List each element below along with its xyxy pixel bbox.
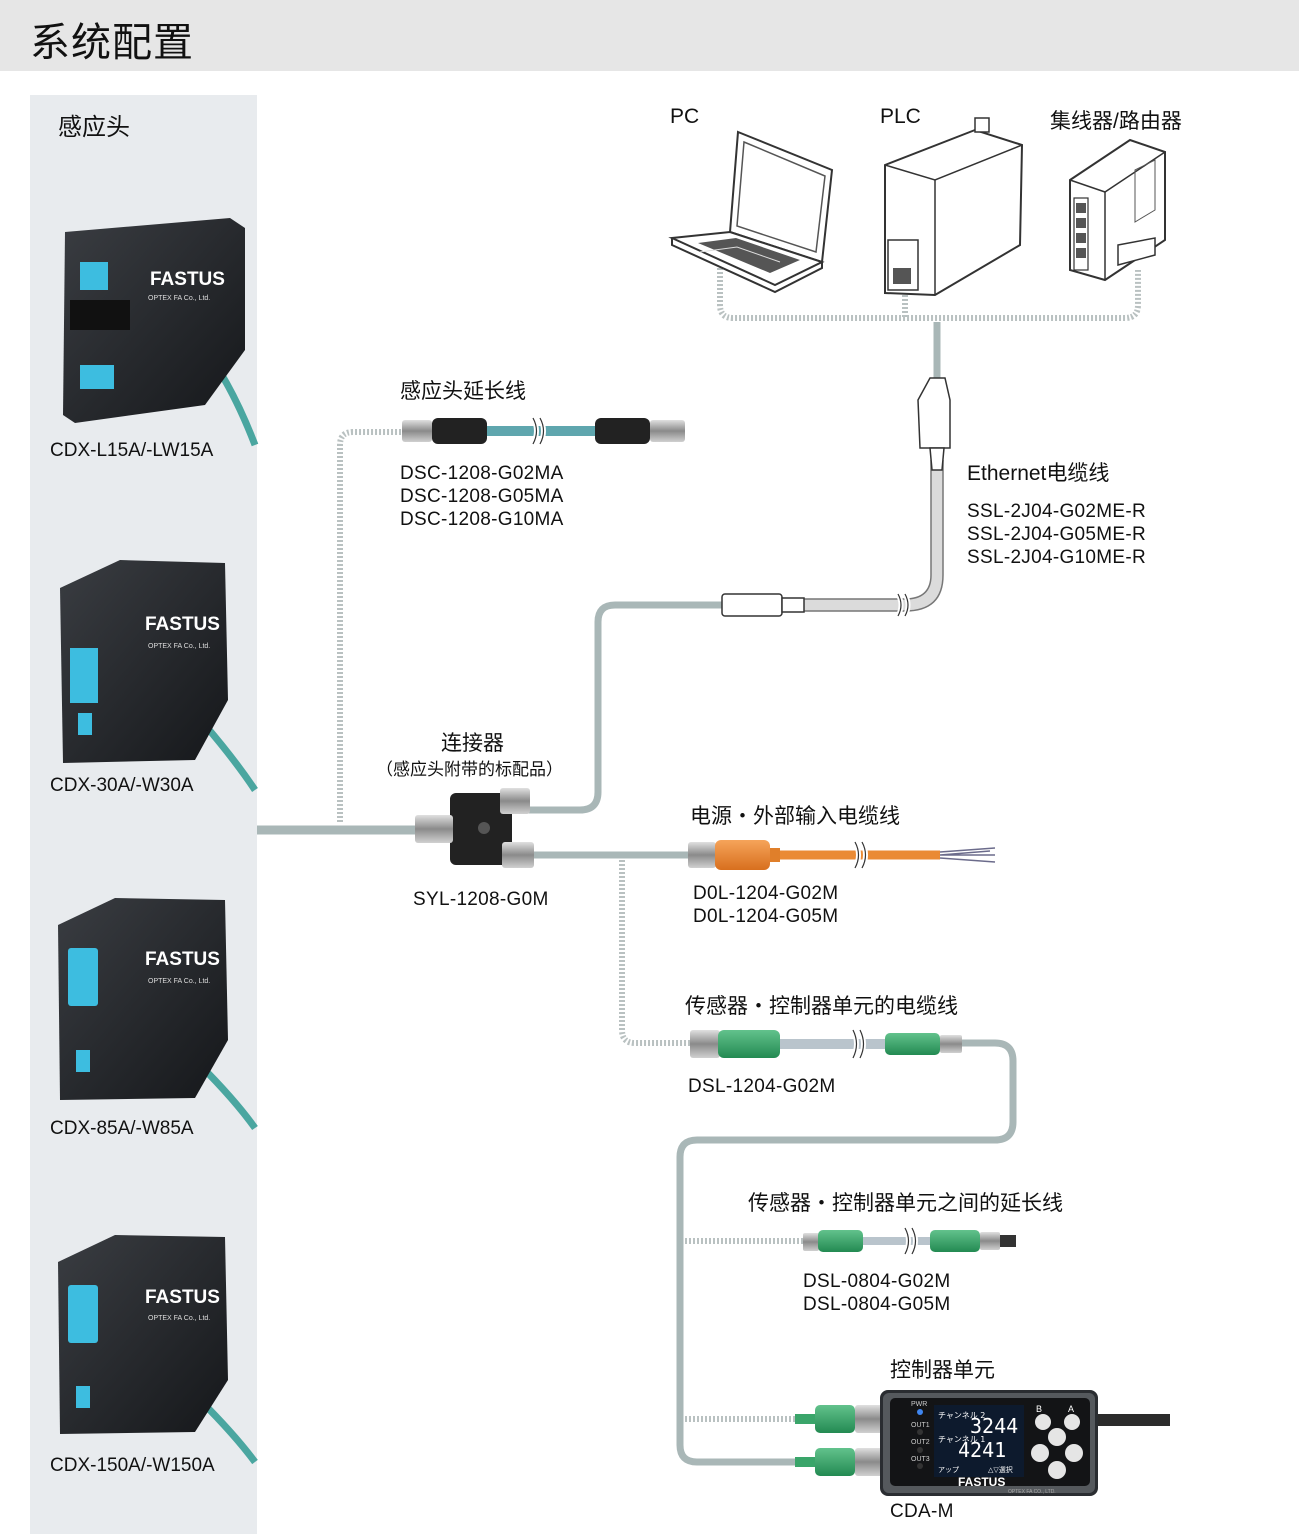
model-code: DSL-0804-G02M xyxy=(803,1271,951,1292)
model-code: SSL-2J04-G10ME-R xyxy=(967,547,1147,568)
sensor-head-85: FASTUS OPTEX FA Co., Ltd. xyxy=(58,898,258,1131)
out1-label: OUT1 xyxy=(911,1422,930,1429)
pc-label: PC xyxy=(670,105,700,128)
button-a-label: A xyxy=(1068,1404,1074,1414)
connector-model: SYL-1208-G0M xyxy=(413,889,549,910)
sensor-label-l15: CDX-L15A/-LW15A xyxy=(50,440,214,461)
sensor-controller-dotted-route xyxy=(619,860,695,1046)
title-bar: 系统配置 xyxy=(0,0,1299,71)
out3-label: OUT3 xyxy=(911,1456,930,1463)
power-cable-graphic xyxy=(688,840,996,870)
model-code: DSC-1208-G05MA xyxy=(400,486,564,507)
sensor-controller-extension-title: 传感器・控制器单元之间的延长线 xyxy=(748,1192,1063,1215)
pwr-label: PWR xyxy=(911,1401,927,1408)
connector-to-ethernet-route xyxy=(528,601,725,814)
sensor-head-30: FASTUS OPTEX FA Co., Ltd. xyxy=(60,560,258,792)
head-extension-models: DSC-1208-G02MA DSC-1208-G05MA DSC-1208-G… xyxy=(400,462,564,531)
model-code: DSC-1208-G02MA xyxy=(400,463,564,484)
plc-icon xyxy=(884,117,1024,297)
sensor-brand-logo: FASTUS xyxy=(145,1287,220,1308)
page-title: 系统配置 xyxy=(30,21,194,65)
controller-maker: OPTEX FA CO., LTD. xyxy=(1008,1489,1056,1495)
ch1-value: 4241 xyxy=(958,1438,1006,1462)
ch1-label: チャンネル 1 xyxy=(938,1435,985,1444)
sensor-brand-logo: FASTUS xyxy=(150,269,225,290)
sensor-controller-cable-models: DSL-1204-G02M xyxy=(688,1075,836,1098)
sensor-panel-heading: 感应头 xyxy=(58,114,130,141)
model-code: D0L-1204-G02M xyxy=(693,883,839,904)
sensor-brand-sub: OPTEX FA Co., Ltd. xyxy=(148,978,210,985)
sensor-brand-sub: OPTEX FA Co., Ltd. xyxy=(148,295,210,302)
power-cable-title: 电源・外部输入电缆线 xyxy=(690,805,900,828)
sensor-brand-logo: FASTUS xyxy=(145,614,220,635)
pc-laptop-icon xyxy=(668,130,834,294)
ethernet-cable-models: SSL-2J04-G02ME-R SSL-2J04-G05ME-R SSL-2J… xyxy=(967,500,1146,569)
connector-note: （感应头附带的标配品） xyxy=(376,760,563,779)
plc-label: PLC xyxy=(880,105,921,128)
extension-cable-graphic xyxy=(803,1226,1016,1256)
controller-cable-route xyxy=(676,1039,1017,1466)
head-extension-cable-graphic xyxy=(402,416,685,446)
ethernet-cable-title: Ethernet电缆线 xyxy=(967,462,1110,485)
sensor-head-150: FASTUS OPTEX FA Co., Ltd. xyxy=(58,1235,258,1465)
sensor-label-150: CDX-150A/-W150A xyxy=(50,1455,215,1476)
ch2-label: チャンネル 2 xyxy=(938,1411,985,1420)
sensor-head-l15: FASTUS OPTEX FA Co., Ltd. xyxy=(63,218,259,447)
network-dotted-route xyxy=(717,268,1141,321)
display-footer-left: アップ xyxy=(938,1466,959,1474)
sensor-controller-cable-graphic xyxy=(690,1028,962,1060)
sensor-label-85: CDX-85A/-W85A xyxy=(50,1118,194,1139)
controller-brand: FASTUS xyxy=(958,1475,1005,1489)
controller-model: CDA-M xyxy=(890,1501,954,1522)
controller-title: 控制器单元 xyxy=(890,1359,995,1382)
ch2-value: 3244 xyxy=(970,1414,1018,1438)
button-b-label: B xyxy=(1036,1404,1042,1414)
model-code: D0L-1204-G05M xyxy=(693,906,839,927)
sensor-brand-sub: OPTEX FA Co., Ltd. xyxy=(148,1315,210,1322)
head-extension-title: 感应头延长线 xyxy=(400,380,526,403)
out2-label: OUT2 xyxy=(911,1439,930,1446)
ethernet-cable-graphic xyxy=(721,377,951,618)
hub-label: 集线器/路由器 xyxy=(1050,110,1182,133)
display-footer-right: △▽選択 xyxy=(988,1465,1013,1474)
model-code: SSL-2J04-G02ME-R xyxy=(967,501,1147,522)
sensor-brand-sub: OPTEX FA Co., Ltd. xyxy=(148,643,210,650)
model-code: SSL-2J04-G05ME-R xyxy=(967,524,1147,545)
model-code: DSL-1204-G02M xyxy=(688,1076,836,1097)
sensor-brand-logo: FASTUS xyxy=(145,949,220,970)
sensor-controller-cable-title: 传感器・控制器单元的电缆线 xyxy=(685,995,958,1018)
extension-dotted-route xyxy=(337,429,405,822)
controller-unit-graphic: PWR OUT1 OUT2 OUT3 チャンネル 2 3244 チャンネル 1 … xyxy=(795,1390,1170,1496)
model-code: DSC-1208-G10MA xyxy=(400,509,564,530)
model-code: DSL-0804-G05M xyxy=(803,1294,951,1315)
hub-router-icon xyxy=(1069,138,1166,282)
power-cable-models: D0L-1204-G02M D0L-1204-G05M xyxy=(693,882,838,928)
connector-title: 连接器 xyxy=(441,732,504,755)
y-connector-graphic xyxy=(415,788,534,868)
sensor-controller-extension-models: DSL-0804-G02M DSL-0804-G05M xyxy=(803,1270,951,1316)
sensor-label-30: CDX-30A/-W30A xyxy=(50,775,194,796)
